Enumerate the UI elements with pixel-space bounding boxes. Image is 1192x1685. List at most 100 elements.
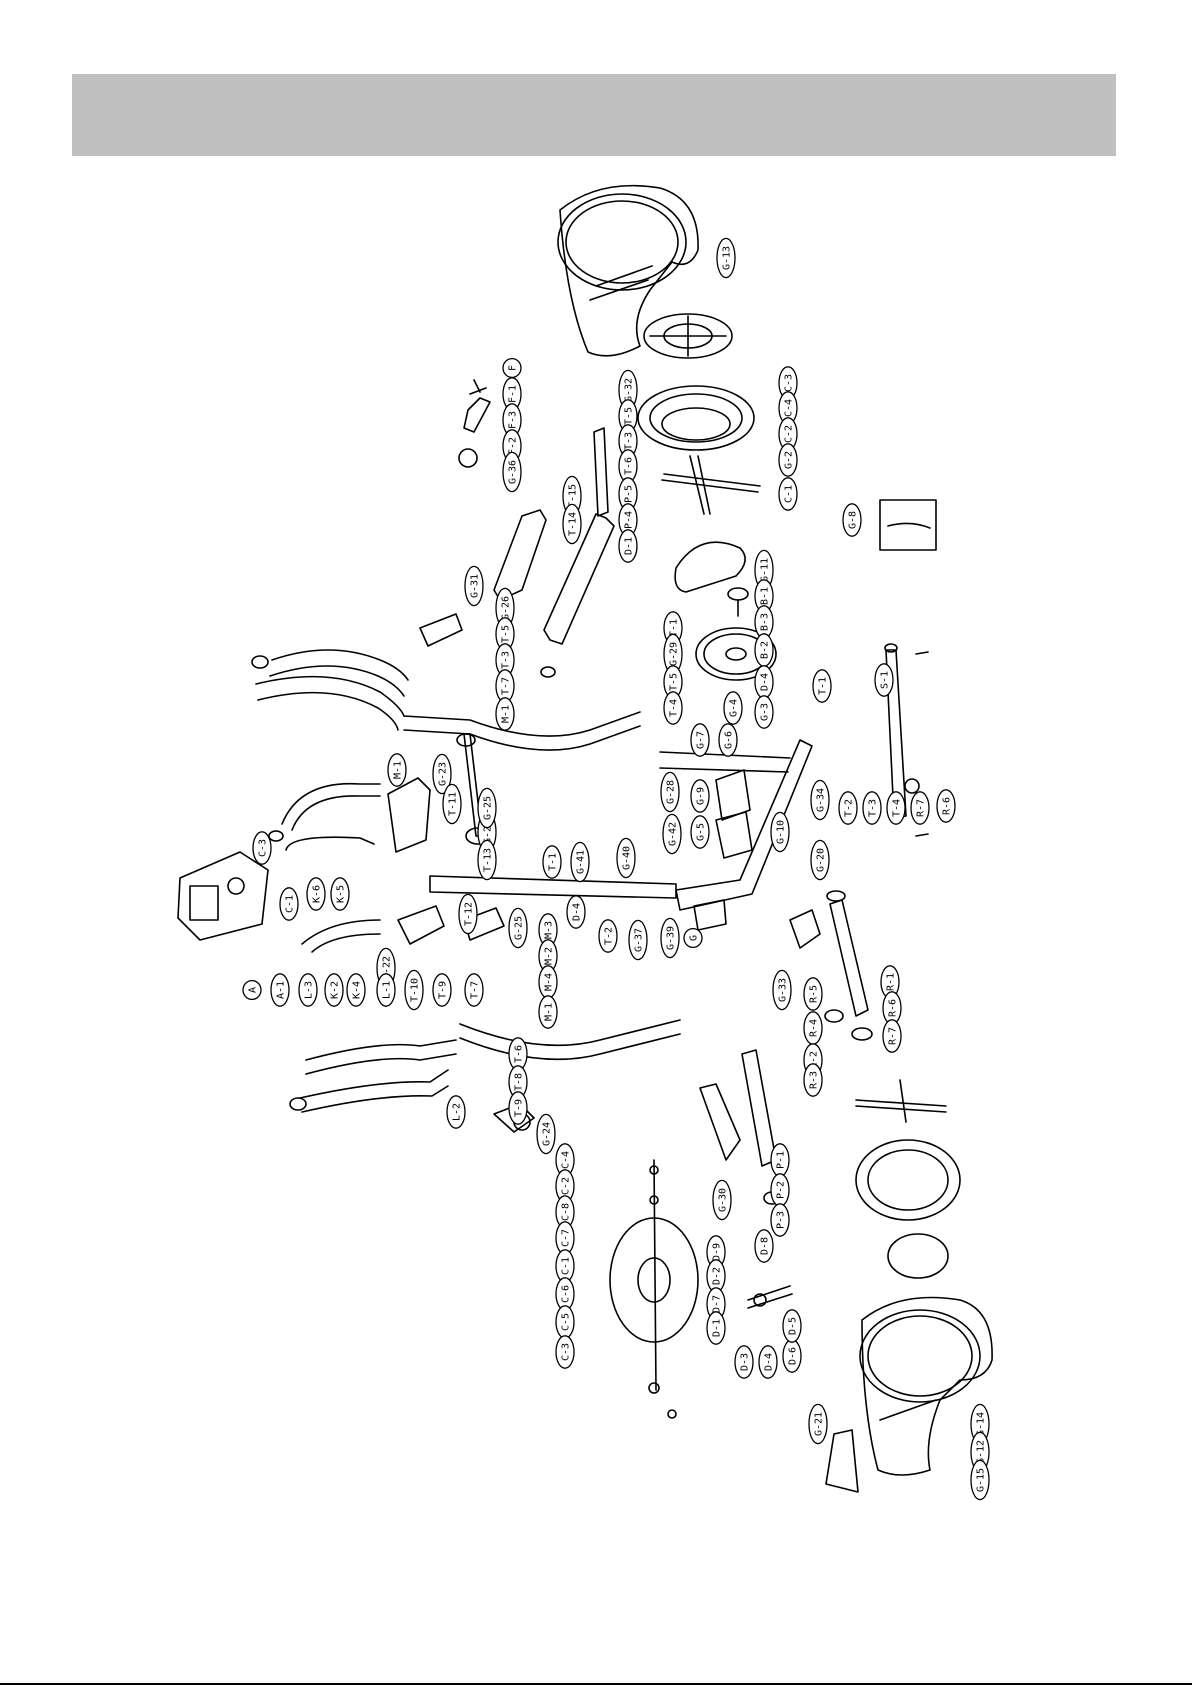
part-label-k-2: K-2 (324, 973, 344, 1007)
part-label-text: K-5 (336, 885, 347, 903)
part-label-t-3: T-3 (862, 791, 882, 825)
part-label-text: R-7 (916, 799, 927, 817)
part-label-t-14: T-14 (562, 503, 582, 545)
part-label-a: A (242, 979, 262, 1001)
part-label-c-1: C-1 (778, 477, 798, 511)
foot-pad-g31 (493, 509, 547, 601)
part-label-text: T-11 (448, 792, 459, 816)
part-label-t-2: T-2 (598, 919, 618, 953)
part-label-text: T-8 (514, 1073, 525, 1091)
part-label-g-40: G-40 (616, 837, 636, 879)
part-label-g-25: G-25 (477, 787, 497, 829)
part-label-text: G-32 (624, 378, 635, 402)
part-label-text: T-1 (818, 677, 829, 695)
part-label-t-5: T-5 (663, 665, 683, 699)
part-label-text: T-4 (669, 699, 680, 717)
part-label-p-1: P-1 (770, 1143, 790, 1177)
part-label-text: D-1 (624, 537, 635, 555)
part-label-g-36: G-36 (502, 451, 522, 493)
part-label-text: S-1 (880, 671, 891, 689)
part-label-text: D-4 (572, 903, 583, 921)
part-label-text: C-2 (561, 1177, 572, 1195)
part-label-g-4: G-4 (723, 691, 743, 725)
bracket-g22 (397, 905, 505, 945)
part-label-k-6: K-6 (306, 877, 326, 911)
part-label-text: T-1 (548, 853, 559, 871)
part-label-r-5: R-5 (803, 977, 823, 1011)
part-label-l-1: L-1 (376, 973, 396, 1007)
part-label-text: C-3 (561, 1343, 572, 1361)
part-label-m-1: M-1 (495, 697, 515, 731)
part-label-p-3: P-3 (770, 1203, 790, 1237)
part-label-r-3: R-3 (803, 1063, 823, 1097)
part-label-text: G-39 (666, 926, 677, 950)
part-label-text: T-7 (470, 981, 481, 999)
part-label-t-7: T-7 (464, 973, 484, 1007)
part-label-t-4: T-4 (663, 691, 683, 725)
part-label-text: G-20 (816, 848, 827, 872)
part-label-d-7: D-7 (706, 1287, 726, 1321)
part-label-text: G-27 (483, 820, 494, 844)
part-label-text: F-3 (508, 411, 519, 429)
part-label-text: R-5 (809, 985, 820, 1003)
part-label-text: K-6 (312, 885, 323, 903)
part-label-r-6: R-6 (936, 789, 956, 823)
part-label-text: R-6 (942, 797, 953, 815)
part-label-g-9: G-9 (690, 779, 710, 813)
part-label-g-28: G-28 (660, 771, 680, 813)
part-label-text: C-6 (561, 1285, 572, 1303)
part-label-text: G-34 (816, 788, 827, 812)
part-label-b-3: B-3 (754, 605, 774, 639)
console-a (177, 851, 269, 941)
part-label-text: D-5 (788, 1317, 799, 1335)
sensor-box-g8 (879, 499, 937, 551)
part-label-f: F (502, 357, 522, 379)
part-label-text: B-1 (760, 587, 771, 605)
part-label-m-1: M-1 (387, 753, 407, 787)
part-label-r-7: R-7 (910, 791, 930, 825)
part-label-g-13: G-13 (716, 237, 736, 279)
part-label-t-12: T-12 (458, 893, 478, 935)
pulley-c1 (609, 1159, 699, 1419)
part-label-m-2: M-2 (538, 939, 558, 973)
part-label-t-1: T-1 (812, 669, 832, 703)
part-label-text: T-1 (669, 619, 680, 637)
part-label-g-41: G-41 (570, 841, 590, 883)
part-label-g-24: G-24 (536, 1113, 556, 1155)
crank-arm-d1 (540, 427, 615, 678)
part-label-text: D-8 (760, 1237, 771, 1255)
plate-lower (887, 1233, 949, 1279)
part-label-text: B-2 (760, 641, 771, 659)
part-label-d-4: D-4 (754, 665, 774, 699)
cover-g33 (789, 909, 821, 949)
part-label-text: R-7 (888, 1027, 899, 1045)
part-label-text: T-3 (501, 651, 512, 669)
part-label-d-3: D-3 (734, 1345, 754, 1379)
part-label-text: D-2 (712, 1267, 723, 1285)
part-label-text: G-11 (760, 558, 771, 582)
part-label-g-7: G-7 (690, 723, 710, 757)
part-label-text: G-14 (976, 1412, 987, 1436)
part-label-text: R-6 (888, 999, 899, 1017)
part-label-text: C-4 (561, 1151, 572, 1169)
part-label-text: P-4 (624, 511, 635, 529)
part-label-g-30: G-30 (712, 1179, 732, 1221)
part-label-text: G-29 (669, 642, 680, 666)
part-label-t-9: T-9 (508, 1091, 528, 1125)
part-label-g-33: G-33 (772, 969, 792, 1011)
idler-d (747, 1285, 793, 1309)
part-label-text: G-10 (776, 820, 787, 844)
part-label-k-4: K-4 (346, 973, 366, 1007)
part-label-text: F-2 (508, 437, 519, 455)
part-label-g-23: G-23 (432, 753, 452, 795)
part-label-p-2: P-2 (770, 1173, 790, 1207)
part-label-text: G-23 (438, 762, 449, 786)
part-label-text: G-12 (976, 1440, 987, 1464)
part-label-text: G (689, 935, 700, 941)
part-label-text: R-2 (809, 1051, 820, 1069)
part-label-text: R-4 (809, 1019, 820, 1037)
part-label-text: G-33 (778, 978, 789, 1002)
side-cover-top (557, 184, 699, 357)
part-label-g-6: G-6 (718, 723, 738, 757)
